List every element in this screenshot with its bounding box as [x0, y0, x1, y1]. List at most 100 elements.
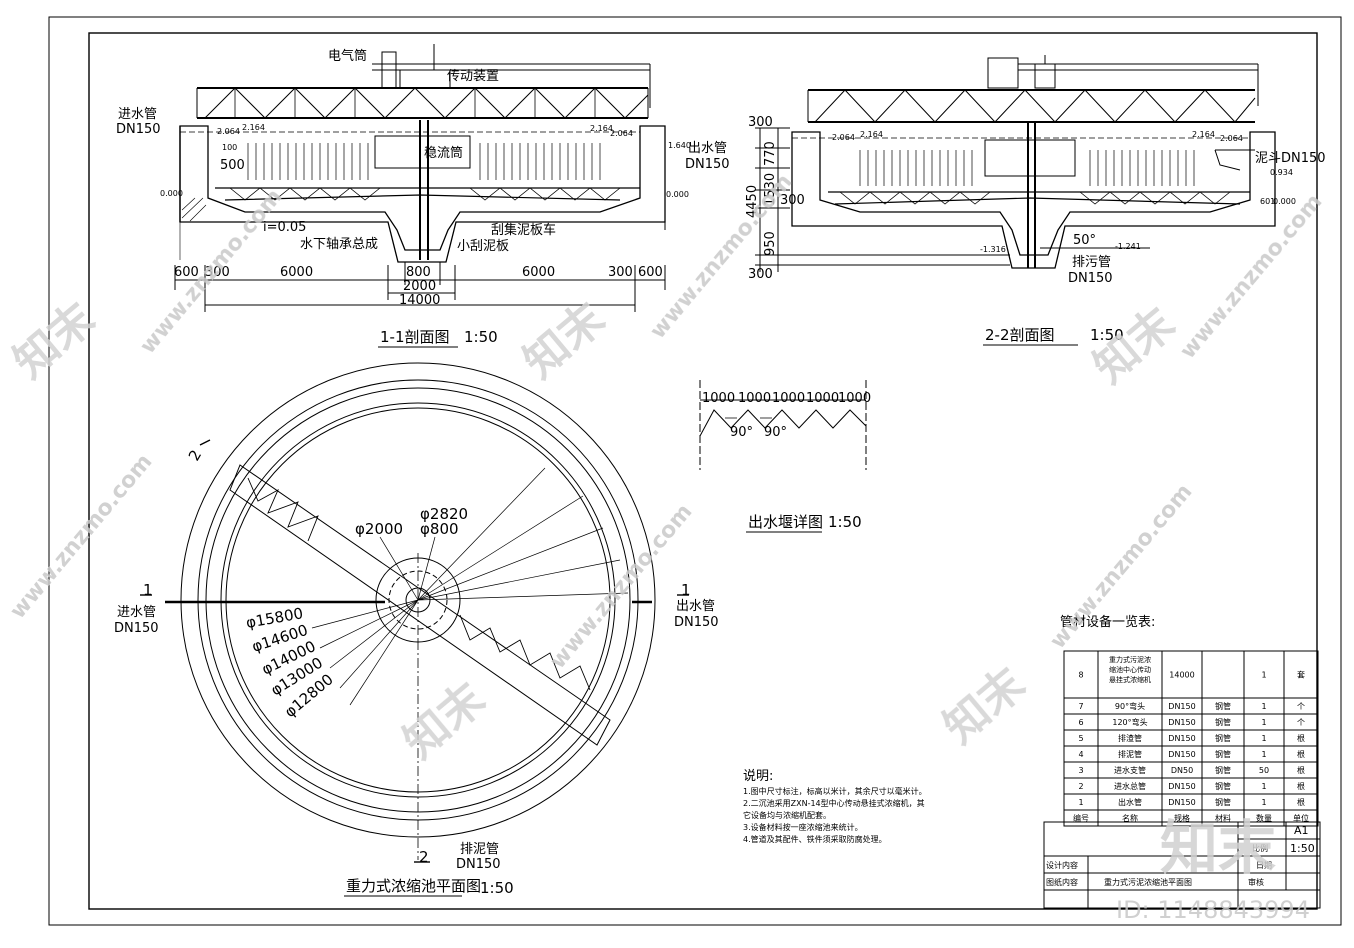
level-a: 2.064 [217, 127, 240, 136]
materials-cell: 名称 [1122, 813, 1138, 823]
weir-dim-4: 1000 [806, 391, 839, 406]
materials-cell: 2 [1078, 782, 1083, 791]
tb-date-label: 日期 [1256, 861, 1272, 870]
label-stilling: 稳流筒 [424, 145, 463, 161]
section-1-title: 1-1剖面图 [380, 328, 450, 346]
weir-dim-1: 1000 [702, 391, 735, 406]
label-inlet: 进水管 [118, 107, 157, 122]
vdim-1530: 1530 [763, 173, 778, 206]
materials-cell: 根 [1297, 749, 1305, 759]
dim-100: 100 [222, 143, 237, 152]
watermark-id: ID: 1148843994 [1116, 896, 1310, 924]
inner-frame [88, 32, 1318, 910]
watermark: www.znzmo.com www.znzmo.com www.znzmo.co… [4, 169, 1327, 924]
level-2f: 0.000 [1273, 197, 1296, 206]
tb-design-label: 设计内容 [1046, 860, 1078, 870]
vdim-300-bottom: 300 [748, 267, 773, 282]
materials-cell: 根 [1297, 765, 1305, 775]
materials-cell: 根 [1297, 733, 1305, 743]
section-2-scale: 1:50 [1090, 326, 1124, 344]
vdim-300-mid: 300 [780, 193, 805, 208]
label-angle: 50° [1073, 233, 1096, 248]
section-2-title: 2-2剖面图 [985, 326, 1055, 344]
weir-dim-2: 1000 [738, 391, 771, 406]
label-electric: 电气筒 [328, 48, 367, 64]
label-outlet: 出水管 [688, 141, 727, 156]
dim-600-right: 600 [638, 265, 663, 280]
tb-review-label: 审核 [1248, 877, 1264, 887]
weir-dim-3: 1000 [772, 391, 805, 406]
materials-cell: 钢管 [1215, 797, 1231, 807]
dim-300-right: 300 [608, 265, 633, 280]
plan-sludge: 排泥管 [460, 842, 499, 857]
dim-600-left: 600 [174, 265, 199, 280]
materials-cell: 根 [1297, 781, 1305, 791]
label-hopper: 泥斗DN150 [1255, 151, 1326, 166]
vdim-950: 950 [763, 231, 778, 256]
materials-cell: DN150 [1168, 718, 1195, 727]
dim-6000-right: 6000 [522, 265, 555, 280]
label-inlet-dn: DN150 [116, 122, 161, 137]
materials-cell: 套 [1297, 670, 1305, 680]
plan-inlet: 进水管 [117, 605, 156, 620]
level-c: 1.640 [668, 141, 691, 150]
label-scraper-car: 刮集泥板车 [491, 222, 556, 238]
materials-cell: 8 [1078, 671, 1083, 680]
tb-drawing-label: 图纸内容 [1046, 877, 1078, 887]
materials-table-border [1063, 650, 1319, 827]
materials-cell: 排渣管 [1118, 733, 1142, 743]
materials-cell: 材料 [1215, 813, 1231, 823]
materials-cell: 钢管 [1215, 701, 1231, 711]
materials-cell: 1 [1261, 734, 1266, 743]
materials-cell: 个 [1297, 702, 1305, 711]
notes-line-1: 1.图中尺寸标注，标高以米计，其余尺寸以毫米计。 [743, 786, 927, 796]
watermark-site-3: www.znzmo.com [1175, 189, 1327, 363]
watermark-site-1: www.znzmo.com [135, 184, 287, 358]
dim-300-left: 300 [205, 265, 230, 280]
level-f: 2.164 [590, 124, 613, 133]
materials-cell: 进水总管 [1114, 781, 1146, 791]
tb-scale-value: 1:50 [1290, 842, 1315, 855]
materials-cell: 单位 [1293, 813, 1309, 823]
notes-line-3: 它设备均与浓缩机配套。 [743, 810, 831, 820]
section-mark-2-top: 2 [185, 447, 205, 464]
weir-scale: 1:50 [828, 513, 862, 531]
materials-cell: 1 [1261, 718, 1266, 727]
materials-cell: DN150 [1168, 702, 1195, 711]
level-b: 2.164 [242, 123, 265, 132]
materials-cell: 规格 [1174, 813, 1190, 823]
notes-heading: 说明: [743, 769, 773, 784]
weir-angle-2: 90° [764, 425, 787, 440]
materials-cell: 钢管 [1215, 733, 1231, 743]
plan-outlet-dn: DN150 [674, 615, 719, 630]
materials-cell: 7 [1078, 702, 1083, 711]
outer-frame [48, 16, 1342, 926]
materials-cell: 钢管 [1215, 765, 1231, 775]
materials-cell: 个 [1297, 718, 1305, 727]
weir-angle-1: 90° [730, 425, 753, 440]
notes-line-2: 2.二沉池采用ZXN-14型中心传动悬挂式浓缩机，其 [743, 798, 925, 808]
section-mark-1-right: 1 [681, 581, 691, 599]
materials-cell-name-multiline: 重力式污泥浓缩池中心传动悬挂式浓缩机 [1109, 655, 1151, 684]
materials-cell: 编号 [1073, 813, 1089, 823]
section-1-scale: 1:50 [464, 328, 498, 346]
plan-outlet: 出水管 [676, 599, 715, 614]
label-outlet-dn: DN150 [685, 157, 730, 172]
materials-title: 管材设备一览表: [1060, 614, 1155, 630]
dim-800: 800 [406, 265, 431, 280]
notes-line-4: 3.设备材料按一座浓缩池来统计。 [743, 822, 863, 832]
materials-cell: 根 [1297, 797, 1305, 807]
materials-cell: 数量 [1256, 813, 1272, 823]
section-1-1 [174, 44, 666, 312]
materials-cell: 排泥管 [1118, 749, 1142, 759]
materials-cell: 6 [1078, 718, 1083, 727]
title-block-text: 设计内容 图纸内容 重力式污泥浓缩池平面图 A1 比例 1:50 日期 审核 [1046, 824, 1315, 887]
plan-inlet-dn: DN150 [114, 621, 159, 636]
materials-cell: 1 [1261, 671, 1266, 680]
section-2-2 [755, 55, 1276, 272]
materials-cell: 进水支管 [1114, 765, 1146, 775]
materials-cell: 1 [1261, 702, 1266, 711]
level-2c: 2.164 [1192, 130, 1215, 139]
label-small-scraper: 小刮泥板 [457, 239, 509, 254]
